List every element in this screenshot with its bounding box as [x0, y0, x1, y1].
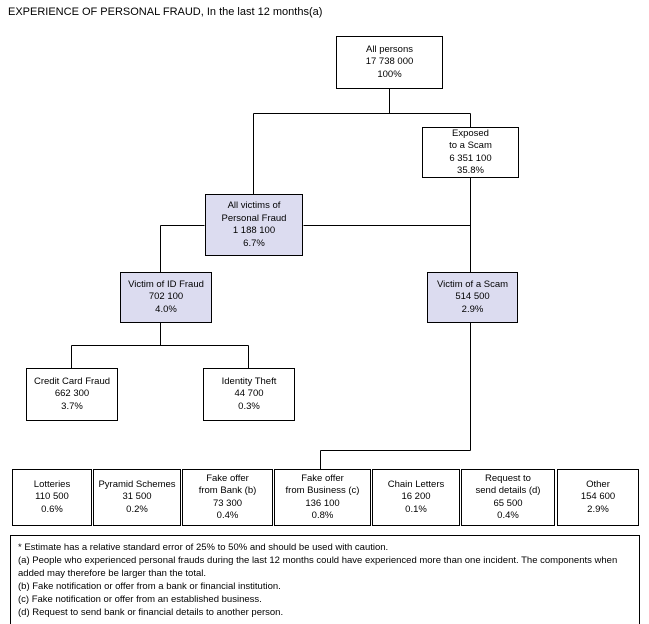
node-other-pct: 2.9% [587, 503, 609, 515]
node-victim-of-id-fraud-value: 702 100 [148, 291, 184, 303]
node-credit-card-fraud[interactable]: Credit Card Fraud 662 300 3.7% [26, 368, 118, 421]
node-victim-of-a-scam-pct: 2.9% [461, 303, 484, 315]
node-identity-theft[interactable]: Identity Theft 44 700 0.3% [203, 368, 295, 421]
footnote-b: (b) Fake notification or offer from a ba… [18, 581, 281, 592]
footnote-asterisk: * Estimate has a relative standard error… [18, 542, 389, 553]
node-request-to-send-details-value: 65 500 [493, 497, 523, 509]
footnotes-panel: * Estimate has a relative standard error… [10, 535, 640, 624]
node-pyramid-schemes-value: 31 500 [122, 491, 152, 503]
node-request-to-send-details-label: Request to send details (d) [475, 472, 541, 497]
node-lotteries-pct: 0.6% [41, 503, 63, 515]
page-title: EXPERIENCE OF PERSONAL FRAUD, In the las… [8, 6, 323, 18]
node-all-persons-value: 17 738 000 [365, 56, 414, 68]
node-pyramid-schemes-label: Pyramid Schemes [98, 478, 176, 490]
node-identity-theft-label: Identity Theft [221, 375, 277, 387]
footnote-c: (c) Fake notification or offer from an e… [18, 594, 262, 605]
node-all-victims-personal-fraud[interactable]: All victims of Personal Fraud 1 188 100 … [205, 194, 303, 256]
node-victim-of-id-fraud-pct: 4.0% [155, 303, 177, 315]
node-all-persons[interactable]: All persons 17 738 000 100% [336, 36, 443, 89]
node-exposed-to-scam-value: 6 351 100 [449, 152, 492, 164]
node-request-to-send-details[interactable]: Request to send details (d) 65 500 0.4% [461, 469, 555, 526]
node-identity-theft-pct: 0.3% [238, 400, 260, 412]
node-pyramid-schemes[interactable]: Pyramid Schemes 31 500 0.2% [93, 469, 181, 526]
node-credit-card-fraud-pct: 3.7% [61, 400, 83, 412]
node-fake-offer-from-bank[interactable]: Fake offer from Bank (b) 73 300 0.4% [182, 469, 273, 526]
node-victim-of-a-scam-value: 514 500 [455, 291, 490, 303]
node-all-persons-pct: 100% [377, 68, 402, 80]
node-all-victims-personal-fraud-label: All victims of Personal Fraud [221, 200, 287, 224]
node-other-value: 154 600 [580, 491, 616, 503]
node-fake-offer-from-bank-value: 73 300 [212, 497, 243, 509]
node-credit-card-fraud-label: Credit Card Fraud [33, 375, 111, 387]
node-lotteries-label: Lotteries [33, 478, 71, 490]
node-fake-offer-from-bank-label: Fake offer from Bank (b) [198, 472, 257, 497]
footnote-d: (d) Request to send bank or financial de… [18, 607, 284, 618]
node-exposed-to-scam-label: Exposed to a Scam [449, 127, 492, 152]
node-credit-card-fraud-value: 662 300 [54, 388, 90, 400]
node-fake-offer-from-business-label: Fake offer from Business (c) [285, 472, 360, 497]
node-victim-of-id-fraud-label: Victim of ID Fraud [128, 278, 204, 290]
node-exposed-to-scam[interactable]: Exposed to a Scam 6 351 100 35.8% [422, 127, 519, 178]
node-fake-offer-from-bank-pct: 0.4% [216, 510, 239, 521]
node-victim-of-id-fraud[interactable]: Victim of ID Fraud 702 100 4.0% [120, 272, 212, 323]
node-chain-letters-label: Chain Letters [387, 478, 445, 490]
node-other[interactable]: Other 154 600 2.9% [557, 469, 639, 526]
node-all-persons-label: All persons [366, 43, 413, 55]
node-pyramid-schemes-pct: 0.2% [126, 503, 148, 515]
node-lotteries[interactable]: Lotteries 110 500 0.6% [12, 469, 92, 526]
node-identity-theft-value: 44 700 [234, 388, 264, 400]
node-victim-of-a-scam[interactable]: Victim of a Scam 514 500 2.9% [427, 272, 518, 323]
node-other-label: Other [586, 478, 610, 490]
node-chain-letters-value: 16 200 [401, 491, 431, 503]
node-all-victims-personal-fraud-value: 1 188 100 [232, 225, 276, 236]
node-chain-letters-pct: 0.1% [405, 503, 427, 515]
node-request-to-send-details-pct: 0.4% [497, 510, 519, 521]
node-fake-offer-from-business-value: 136 100 [305, 497, 340, 509]
node-fake-offer-from-business-pct: 0.8% [311, 510, 334, 521]
node-lotteries-value: 110 500 [35, 491, 69, 503]
node-all-victims-personal-fraud-pct: 6.7% [243, 237, 265, 249]
node-fake-offer-from-business[interactable]: Fake offer from Business (c) 136 100 0.8… [274, 469, 371, 526]
node-chain-letters[interactable]: Chain Letters 16 200 0.1% [372, 469, 460, 526]
node-victim-of-a-scam-label: Victim of a Scam [436, 278, 509, 290]
node-exposed-to-scam-pct: 35.8% [457, 165, 484, 176]
footnote-a: (a) People who experienced personal frau… [18, 555, 618, 579]
